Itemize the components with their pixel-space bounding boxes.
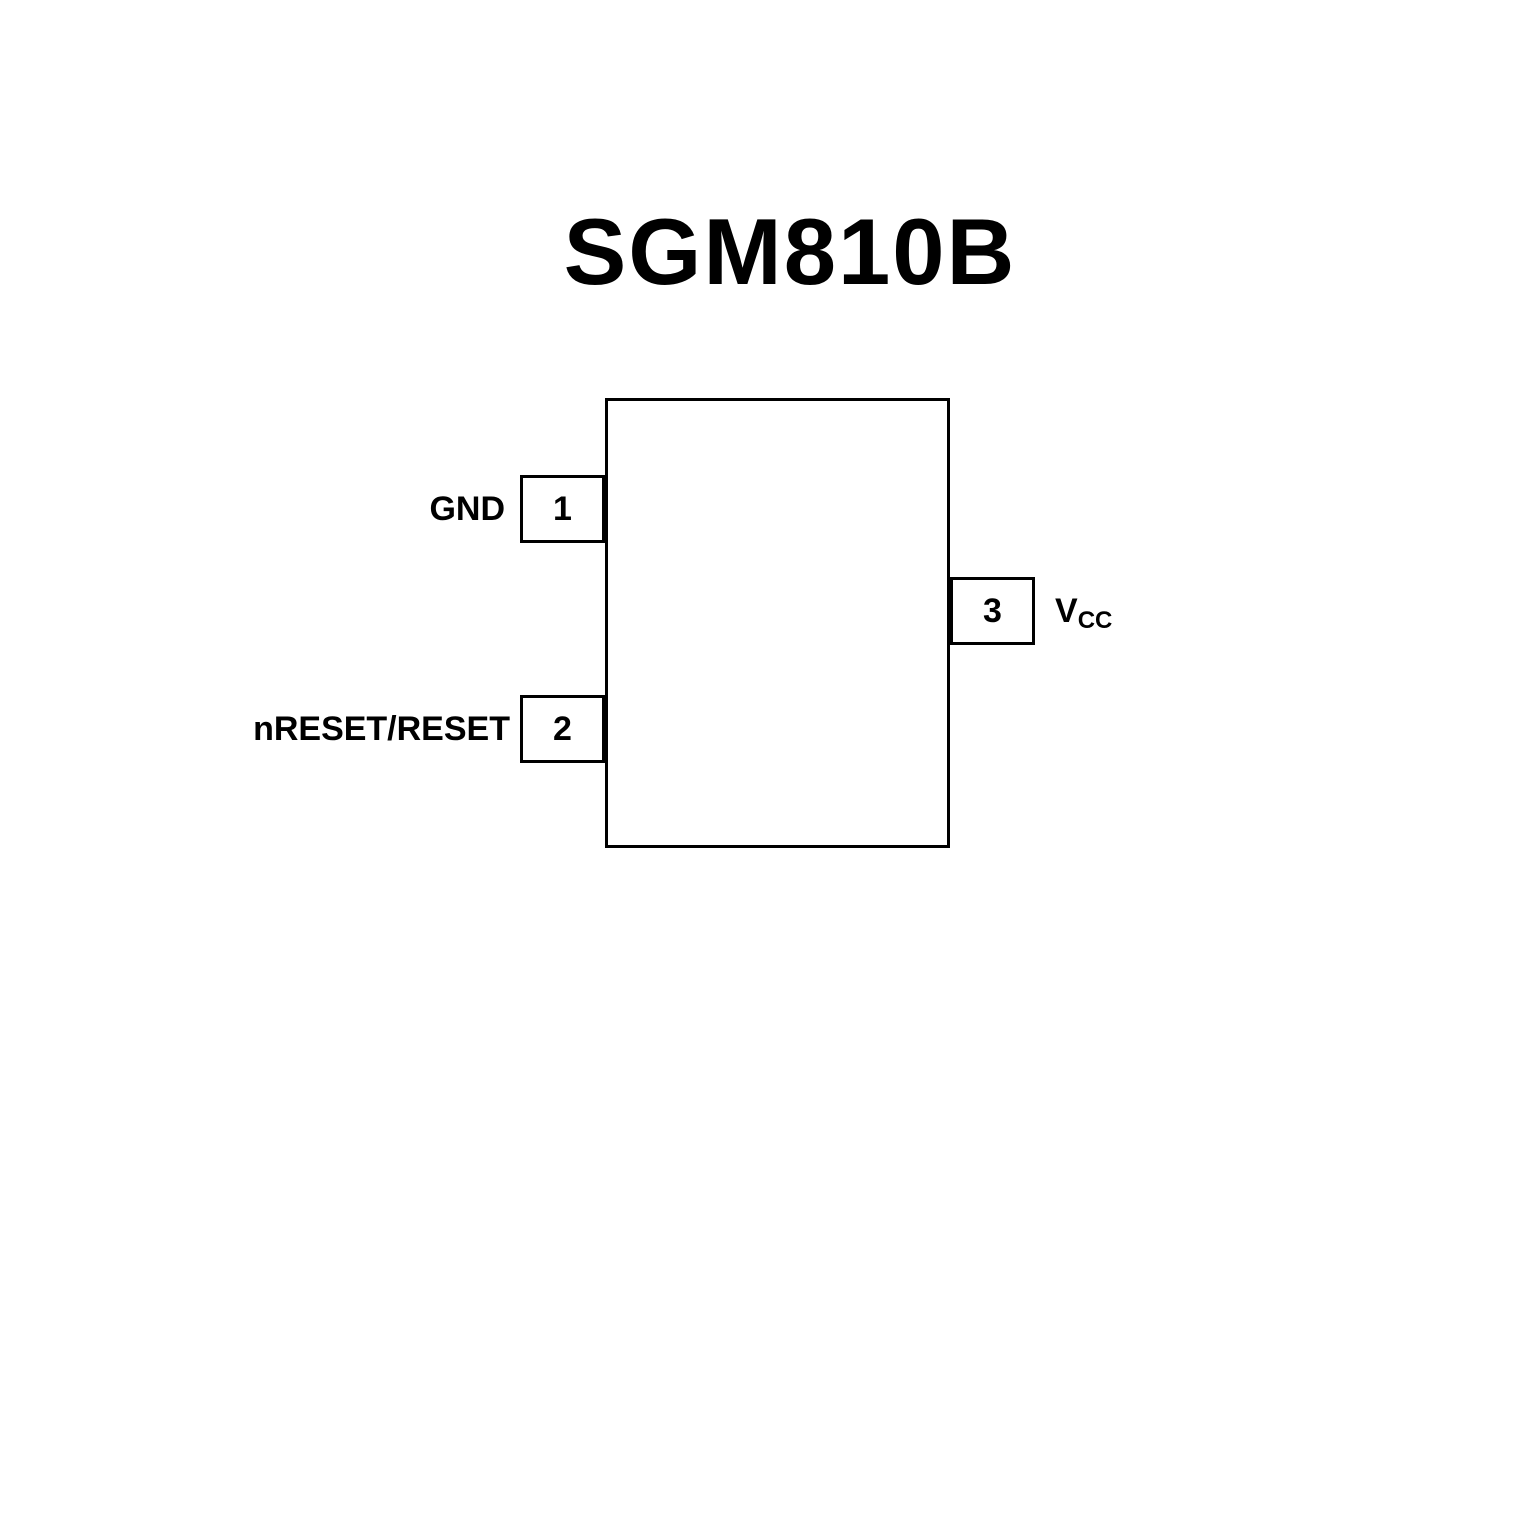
pin-3-label-main: V xyxy=(1055,592,1078,630)
pin-3-number: 3 xyxy=(983,591,1002,630)
pin-3-label-subscript: CC xyxy=(1077,607,1113,634)
pin-1-number: 1 xyxy=(553,489,572,528)
pin-2-box: 2 xyxy=(520,695,605,763)
chip-body-outline xyxy=(605,398,950,848)
pin-2-number: 2 xyxy=(553,709,572,748)
pin-1-label: GND xyxy=(429,490,505,528)
pin-3-label: VCC xyxy=(1055,577,1112,645)
chip-title: SGM810B xyxy=(563,199,1017,304)
pin-2-label: nRESET/RESET xyxy=(253,710,510,748)
pin-1-box: 1 xyxy=(520,475,605,543)
pin-3-box: 3 xyxy=(950,577,1035,645)
